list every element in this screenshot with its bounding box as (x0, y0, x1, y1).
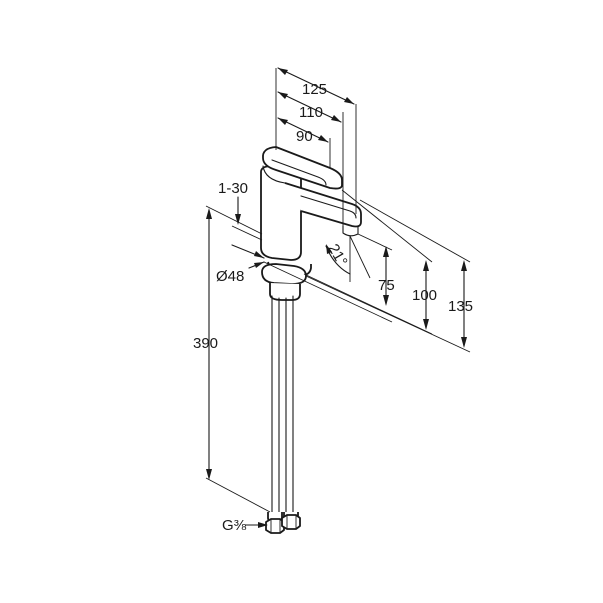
dimension-125-label: 125 (302, 81, 327, 98)
dimension-75-label: 75 (378, 277, 395, 294)
dimension-90-label: 90 (296, 128, 313, 145)
thread-g38-label: G⅜ (222, 517, 247, 534)
dimension-angle-21: 21° (325, 235, 371, 282)
dimension-100-label: 100 (412, 287, 437, 304)
dimension-110: 110 (277, 91, 344, 226)
dimension-110-label: 110 (299, 104, 323, 121)
dimension-90: 90 (277, 117, 331, 168)
dimension-1-30-label: 1-30 (218, 180, 248, 197)
dimension-135-label: 135 (448, 298, 473, 315)
dimension-390: 390 (193, 205, 271, 513)
dimension-100: 100 (303, 189, 437, 335)
thread-label-g38: G⅜ (222, 517, 268, 534)
dimension-diameter-48: Ø48 (216, 244, 265, 285)
dimension-angle-21-label: 21° (325, 241, 351, 269)
dimension-75: 75 (263, 233, 395, 323)
dimension-390-label: 390 (193, 335, 218, 352)
dimension-1-30: 1-30 (218, 180, 263, 241)
dimension-135: 135 (305, 199, 473, 353)
supply-hoses (261, 263, 307, 534)
dimension-diameter-48-label: Ø48 (216, 268, 244, 285)
dimension-125: 125 (275, 67, 357, 214)
